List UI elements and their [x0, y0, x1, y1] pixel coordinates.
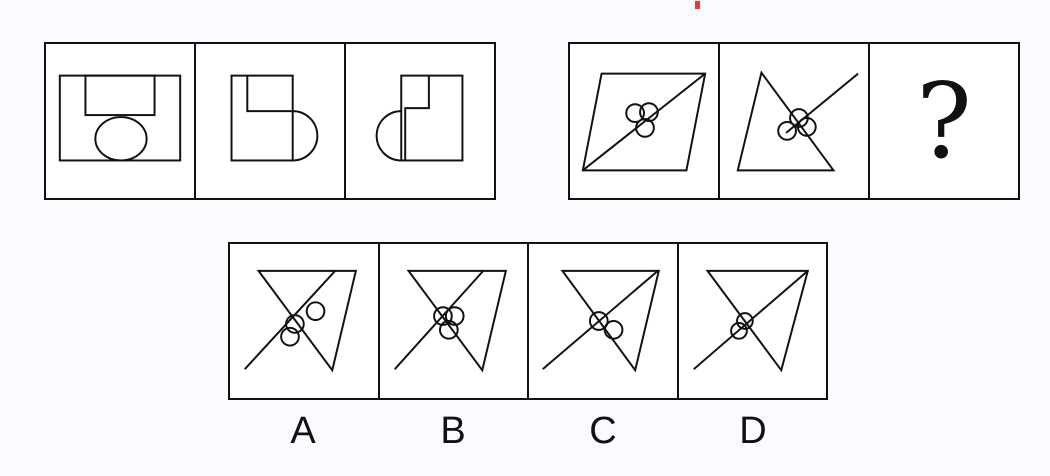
option-d-triangle-figure — [692, 269, 809, 373]
seq2-figure-2 — [720, 44, 870, 198]
sequence-2: ? — [568, 42, 1020, 200]
option-b-triangle-figure — [393, 269, 507, 373]
triangle-with-line-and-circles-figure — [736, 70, 859, 172]
option-a-label[interactable]: A — [290, 410, 316, 452]
option-b-figure[interactable] — [380, 244, 529, 398]
top-cropped-strip — [0, 0, 1050, 12]
l-shape-with-right-semicircle-figure — [230, 74, 319, 162]
parallelogram-with-diagonal-and-circles-figure — [581, 72, 707, 172]
question-mark: ? — [916, 60, 972, 182]
answer-options — [228, 242, 828, 400]
seq1-figure-2 — [196, 44, 346, 198]
sequence-1 — [44, 42, 496, 200]
option-c-label[interactable]: C — [589, 410, 617, 452]
option-d-label[interactable]: D — [739, 410, 767, 452]
option-c-figure[interactable] — [529, 244, 679, 398]
option-a-triangle-figure — [244, 269, 358, 373]
option-b-label[interactable]: B — [440, 410, 466, 452]
cropped-text-residue — [695, 1, 700, 9]
option-a-figure[interactable] — [230, 244, 380, 398]
option-c-triangle-figure — [542, 269, 661, 373]
option-d-figure[interactable] — [679, 244, 827, 398]
seq2-figure-1 — [570, 44, 720, 198]
l-shape-with-left-semicircle-figure — [375, 74, 464, 162]
seq1-figure-3 — [346, 44, 494, 198]
seq2-question-cell: ? — [870, 44, 1018, 198]
seq1-figure-1 — [46, 44, 196, 198]
rect-with-tab-and-circle-figure — [58, 74, 182, 162]
red-mark — [695, 1, 700, 9]
